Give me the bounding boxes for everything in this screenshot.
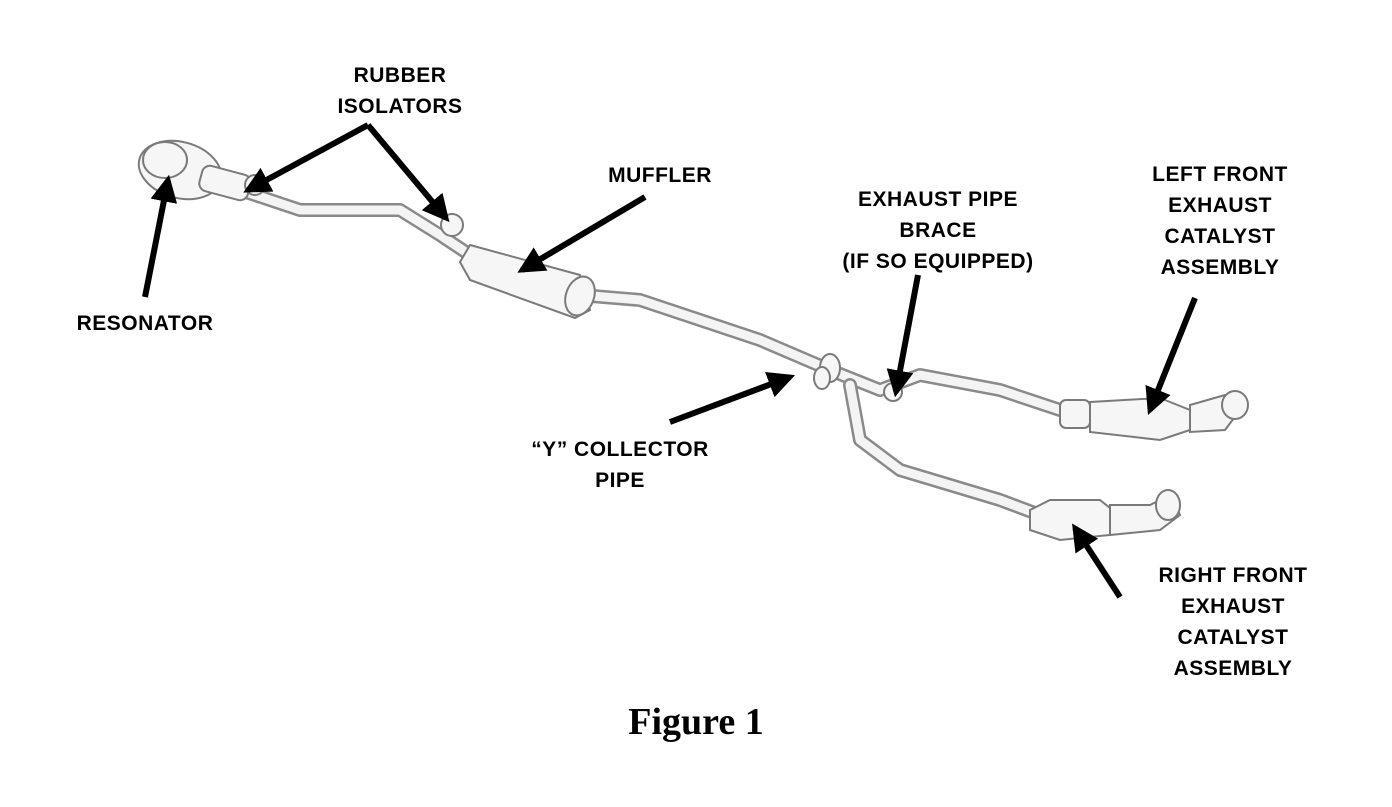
label-resonator: RESONATOR [76, 312, 214, 335]
leader-arrows [142, 122, 1198, 599]
label-muffler: MUFFLER [608, 164, 712, 187]
label-rubber-isolators: RUBBER ISOLATORS [337, 64, 463, 118]
figure-caption: Figure 1 [628, 701, 764, 743]
arrow-right-front-catalyst [1072, 523, 1123, 599]
arrow-y-collector [668, 371, 796, 425]
arrow-muffler [517, 194, 647, 273]
arrow-rubber-isolator-left [243, 122, 370, 193]
arrow-left-front-catalyst [1145, 296, 1198, 416]
label-left-front-catalyst: LEFT FRONT EXHAUST CATALYST ASSEMBLY [1152, 163, 1288, 279]
arrow-rubber-isolator-right [365, 123, 450, 223]
resonator-part [137, 139, 252, 202]
right-front-catalyst-part [1029, 489, 1182, 542]
arrow-exhaust-pipe-brace [886, 274, 921, 398]
arrow-resonator [142, 174, 178, 298]
label-right-front-catalyst: RIGHT FRONT EXHAUST CATALYST ASSEMBLY [1158, 564, 1308, 680]
label-exhaust-pipe-brace: EXHAUST PIPE BRACE (IF SO EQUIPPED) [842, 188, 1034, 273]
label-y-collector-pipe: “Y” COLLECTOR PIPE [531, 438, 709, 492]
muffler-part [458, 243, 596, 320]
